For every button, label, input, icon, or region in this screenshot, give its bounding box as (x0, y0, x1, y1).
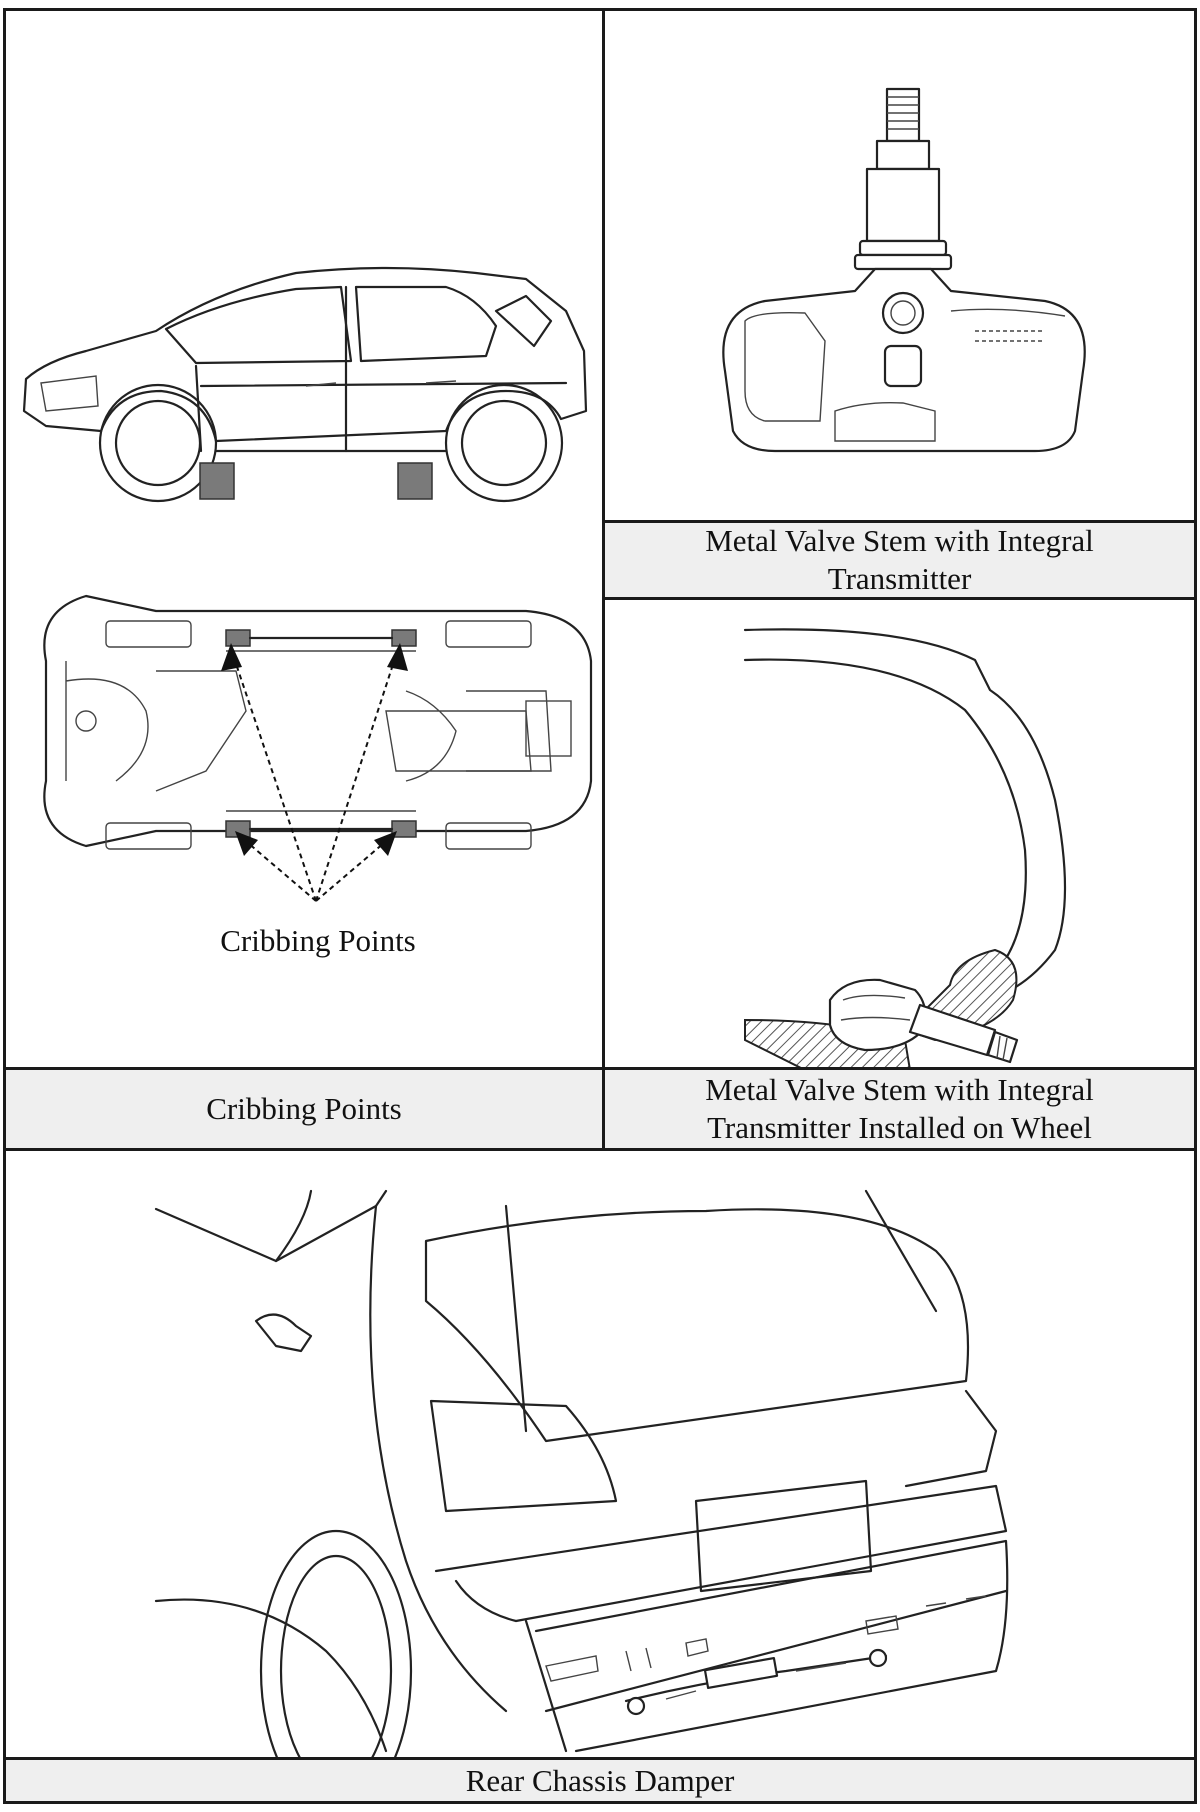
rear-chassis-damper-illustration (154, 1189, 1009, 1757)
cribbing-points-label: Cribbing Points (220, 923, 416, 958)
valve-stem-caption: Metal Valve Stem with Integral Transmitt… (602, 520, 1197, 600)
valve-stem-caption-line-1: Metal Valve Stem with Integral (705, 523, 1094, 558)
rear-damper-caption-text: Rear Chassis Damper (465, 1762, 735, 1798)
valve-stem-illustration (722, 87, 1086, 453)
valve-installed-caption-line-2: Transmitter Installed on Wheel (707, 1110, 1092, 1145)
valve-stem-illustration-cell (602, 8, 1197, 523)
valve-installed-caption-line-1: Metal Valve Stem with Integral (705, 1072, 1094, 1107)
cribbing-illustration-cell: Cribbing Points (3, 8, 605, 1070)
car-side-view-illustration (22, 266, 593, 902)
car-underbody-illustration (43, 594, 593, 902)
valve-stem-caption-line-2: Transmitter (827, 561, 972, 596)
cribbing-points-caption: Cribbing Points (3, 1067, 605, 1151)
valve-installed-caption: Metal Valve Stem with Integral Transmitt… (602, 1067, 1197, 1151)
valve-installed-illustration-cell (602, 597, 1197, 1070)
valve-installed-on-wheel-illustration (743, 628, 1067, 1067)
figure-grid: Cribbing Points Metal Valve Stem with In… (3, 8, 1197, 1804)
rear-damper-caption: Rear Chassis Damper (3, 1757, 1197, 1804)
cribbing-points-caption-text: Cribbing Points (206, 1091, 402, 1126)
rear-damper-illustration-cell (3, 1148, 1197, 1760)
